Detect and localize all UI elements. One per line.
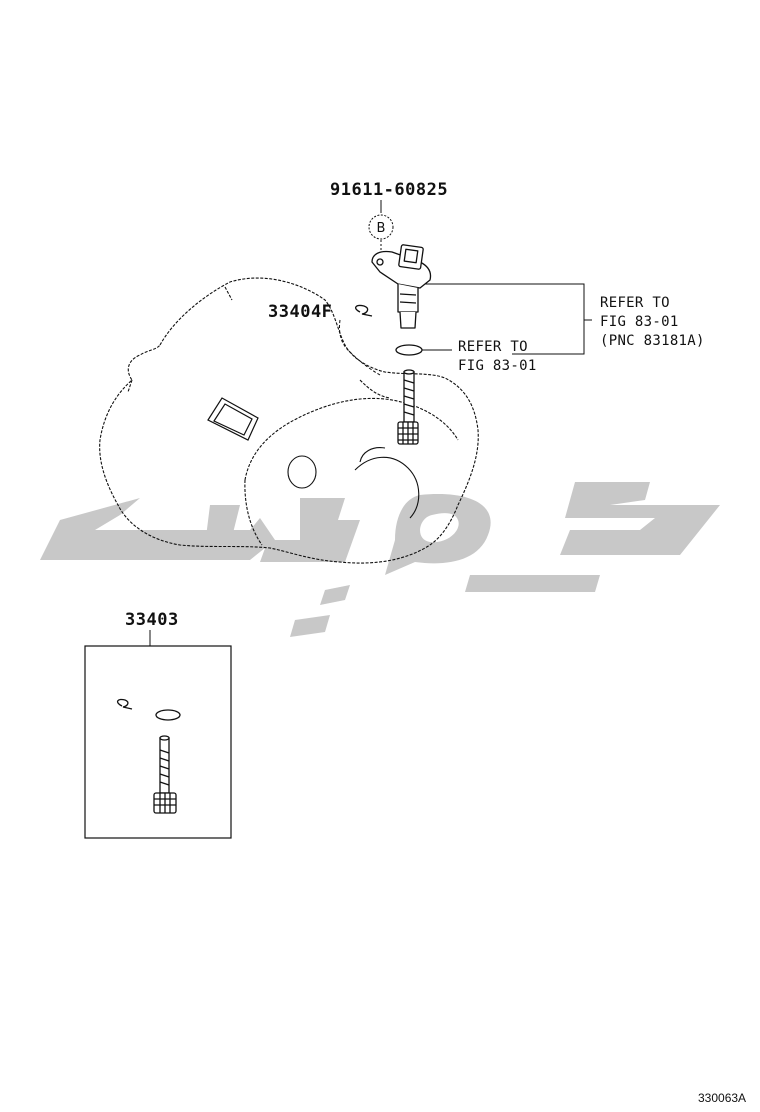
watermark-logo xyxy=(40,482,720,637)
housing-bore xyxy=(287,447,420,519)
part-number-sensor-bolt: 91611-60825 xyxy=(330,180,449,200)
transaxle-housing xyxy=(99,277,479,564)
kit-box xyxy=(84,645,232,839)
oring-ref-line-2: FIG 83-01 xyxy=(458,358,537,374)
sensor-o-ring xyxy=(395,344,423,356)
sensor-ref-line-2: FIG 83-01 xyxy=(600,314,679,330)
kit-contents xyxy=(116,698,181,814)
access-panel xyxy=(207,397,259,441)
oring-ref-line-1: REFER TO xyxy=(458,339,528,355)
leader-lines xyxy=(149,200,592,646)
oring-reference-note: REFER TO FIG 83-01 xyxy=(458,338,537,376)
sensor-ref-line-3: (PNC 83181A) xyxy=(600,333,705,349)
clip-part xyxy=(354,304,373,317)
bolt-marker: B xyxy=(368,214,394,240)
part-number-clip: 33404F xyxy=(268,302,333,322)
sensor-ref-line-1: REFER TO xyxy=(600,295,670,311)
part-number-gear-kit: 33403 xyxy=(125,610,179,630)
figure-id: 330063A xyxy=(698,1091,747,1105)
speed-sensor xyxy=(371,244,432,329)
sensor-reference-note: REFER TO FIG 83-01 (PNC 83181A) xyxy=(600,294,705,351)
bolt-marker-letter: B xyxy=(377,221,386,236)
driven-gear xyxy=(397,369,419,445)
